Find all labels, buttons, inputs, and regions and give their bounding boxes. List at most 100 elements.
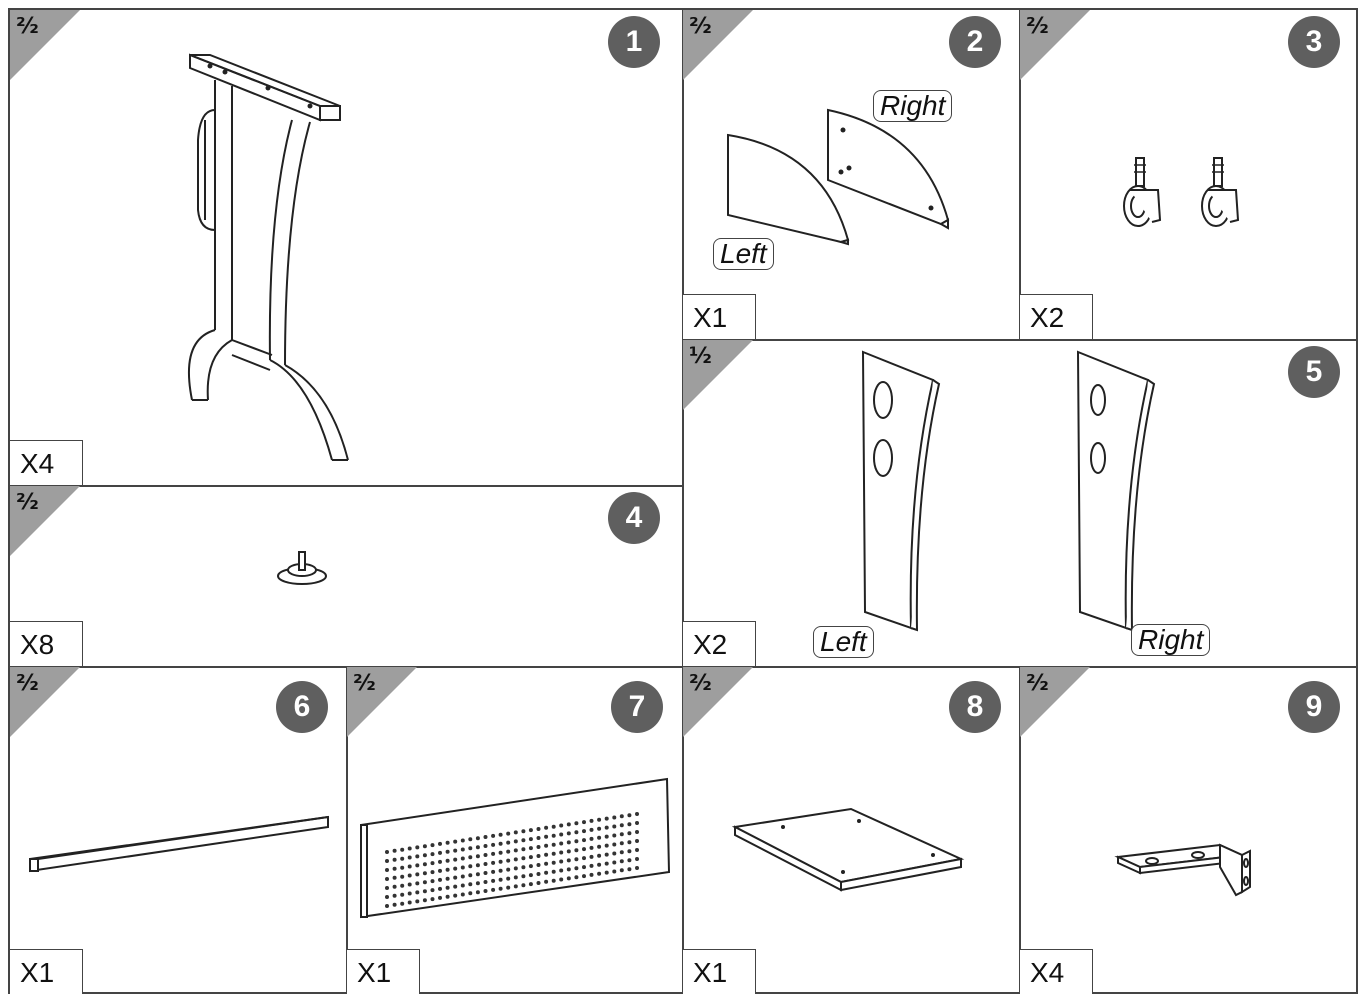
perforation-hole xyxy=(574,866,579,871)
perforation-hole xyxy=(438,877,442,882)
perforation-hole xyxy=(559,877,564,882)
perforation-hole xyxy=(589,872,594,877)
perforation-hole xyxy=(551,842,556,847)
perforation-hole xyxy=(612,815,617,820)
perforation-hole xyxy=(528,864,533,869)
perforation-hole xyxy=(635,830,639,834)
perforation-hole xyxy=(536,854,541,858)
divider xyxy=(1019,10,1021,339)
perforation-hole xyxy=(627,867,632,872)
left-label: Left xyxy=(713,238,774,270)
corner-triangle xyxy=(683,667,753,737)
perforation-hole xyxy=(619,868,624,873)
perforation-hole xyxy=(559,823,564,828)
perforation-hole xyxy=(483,880,488,884)
perforation-hole xyxy=(438,868,442,873)
perforation-hole xyxy=(559,841,564,846)
perforation-hole xyxy=(430,870,435,875)
perforation-hole xyxy=(597,844,602,849)
perforation-hole xyxy=(635,848,639,852)
perforation-hole xyxy=(385,859,389,863)
part-cell-3: ²⁄₂ 3 X2 xyxy=(1020,10,1358,339)
corner-triangle xyxy=(1020,667,1090,737)
perforation-hole xyxy=(453,839,458,844)
perforation-hole xyxy=(627,822,632,827)
perforation-hole xyxy=(483,835,488,839)
perforation-hole xyxy=(559,859,564,864)
perforation-hole xyxy=(513,884,518,889)
perforation-hole xyxy=(566,849,571,854)
perforation-hole xyxy=(422,889,427,894)
tall-panels-drawing xyxy=(861,350,1156,632)
perforation-hole xyxy=(498,832,503,837)
perforation-hole xyxy=(392,884,397,889)
perforation-hole xyxy=(619,850,624,855)
perforation-hole xyxy=(506,849,511,854)
perforation-hole xyxy=(521,856,526,861)
perforation-hole xyxy=(521,829,526,834)
perforation-hole xyxy=(498,841,503,846)
perforation-hole xyxy=(635,812,639,816)
perforation-hole xyxy=(582,856,586,861)
perforation-hole xyxy=(536,863,541,867)
perforation-hole xyxy=(589,836,594,841)
perforation-hole xyxy=(400,847,405,852)
divider xyxy=(10,485,682,487)
perforation-hole xyxy=(453,866,458,871)
perforation-hole xyxy=(498,877,503,882)
perforation-hole xyxy=(612,851,617,856)
part-number-badge: 3 xyxy=(1288,16,1340,68)
perforation-hole xyxy=(407,882,412,887)
perforation-hole xyxy=(582,874,586,879)
perforation-hole xyxy=(400,883,405,888)
perforation-hole xyxy=(528,855,533,860)
perforation-hole xyxy=(392,857,397,862)
perforation-hole xyxy=(506,876,511,881)
perforation-hole xyxy=(430,897,435,902)
fraction-label: ²⁄₂ xyxy=(1026,14,1049,39)
perforation-hole xyxy=(544,852,549,857)
perforation-hole xyxy=(422,853,427,858)
perforation-hole xyxy=(528,828,533,833)
perforation-hole xyxy=(506,840,511,845)
perforation-hole xyxy=(551,860,556,865)
perforation-hole xyxy=(574,830,579,835)
perforation-hole xyxy=(506,867,511,872)
right-label: Right xyxy=(873,90,953,122)
perforation-hole xyxy=(468,873,473,878)
perforation-hole xyxy=(392,848,397,853)
leveling-foot-drawing xyxy=(277,551,327,585)
perforation-hole xyxy=(385,850,389,854)
perforation-hole xyxy=(483,871,488,875)
perforation-hole xyxy=(589,818,594,823)
perforation-hole xyxy=(385,868,389,872)
perforation-hole xyxy=(604,843,609,848)
quantity-label: X1 xyxy=(683,294,756,339)
perforation-hole xyxy=(438,841,442,846)
perforation-hole xyxy=(475,863,480,868)
fraction-label: ²⁄₂ xyxy=(16,14,39,39)
perforation-hole xyxy=(619,841,624,846)
perforation-hole xyxy=(635,821,639,825)
perforation-hole xyxy=(422,898,427,903)
perforation-hole xyxy=(521,838,526,843)
perforation-hole xyxy=(566,831,571,836)
perforation-hole xyxy=(551,833,556,838)
perforation-hole xyxy=(513,830,518,835)
perforation-hole xyxy=(574,875,579,880)
quantity-label: X8 xyxy=(10,621,83,666)
perforation-hole xyxy=(498,859,503,864)
perforation-hole xyxy=(407,900,412,905)
perforation-hole xyxy=(612,824,617,829)
perforation-hole xyxy=(536,845,541,849)
perforation-hole xyxy=(460,838,465,843)
perforation-hole xyxy=(574,839,579,844)
perforation-hole xyxy=(604,861,609,866)
perforation-hole xyxy=(619,814,624,819)
perforation-hole xyxy=(491,878,496,883)
perforation-hole xyxy=(612,833,617,838)
quantity-label: X1 xyxy=(347,949,420,994)
fraction-label: ²⁄₂ xyxy=(1026,671,1049,696)
perforation-hole xyxy=(597,835,602,840)
perforation-hole xyxy=(468,846,473,851)
